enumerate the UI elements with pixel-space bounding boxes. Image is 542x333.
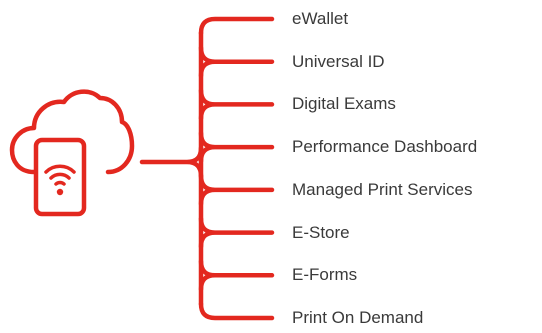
branch-line [198,301,275,321]
branch-line [198,216,275,249]
service-label: Digital Exams [292,94,396,114]
hub-stem-line [139,145,204,179]
branch-line [198,130,275,164]
branch-line [198,88,275,121]
branch-line [198,173,275,207]
branch-line [198,16,275,36]
branch-line [198,259,275,292]
service-label: Managed Print Services [292,179,473,199]
service-label: Performance Dashboard [292,137,478,157]
service-label: eWallet [292,9,349,28]
wifi-dot [56,188,64,196]
service-label: Universal ID [292,51,385,71]
service-label: E-Forms [292,265,358,285]
service-label: Print On Demand [292,308,424,327]
service-label: E-Store [292,222,350,242]
branch-line [198,45,275,78]
cloud-tablet-wifi-icon [9,89,135,217]
